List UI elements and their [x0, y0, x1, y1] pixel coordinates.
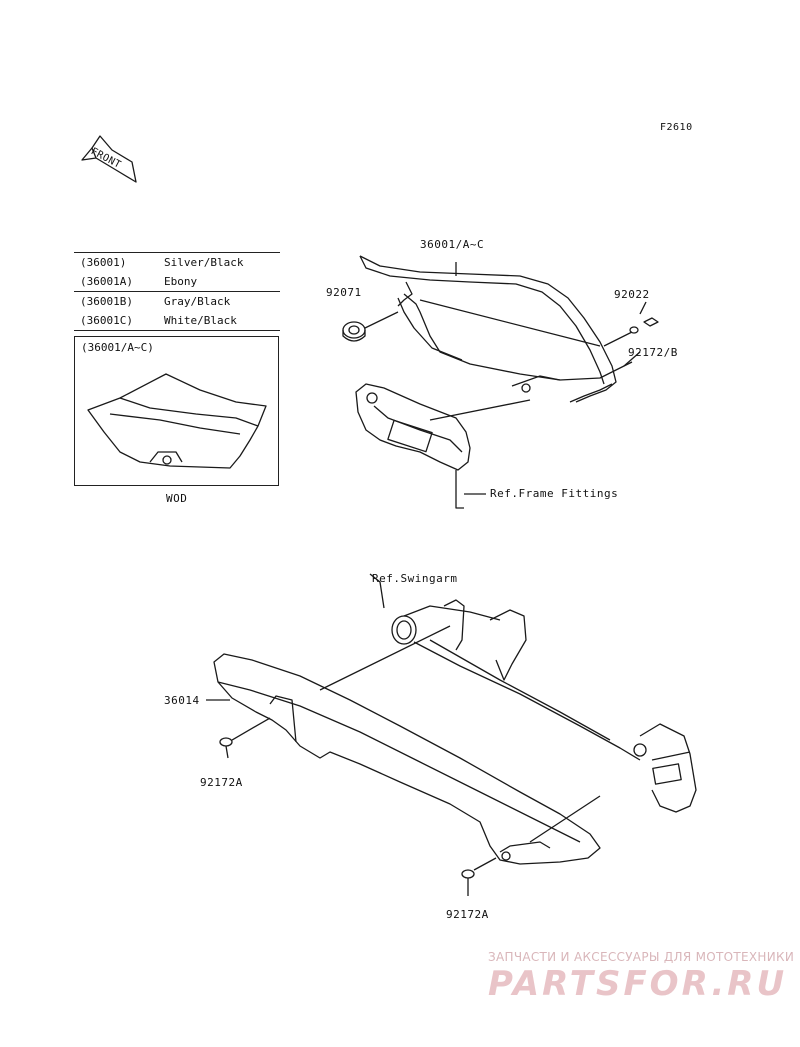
ref-label-frame-fittings[interactable]: Ref.Frame Fittings	[490, 487, 619, 500]
legend-row: (36001B) Gray/Black	[74, 291, 280, 311]
inset-caption: WOD	[166, 492, 188, 505]
legend-code: (36001B)	[80, 295, 133, 308]
frame-fitting-bracket	[355, 375, 561, 509]
ref-label-swingarm[interactable]: Ref.Swingarm	[372, 572, 458, 585]
bolt-92172a-left	[219, 717, 271, 759]
legend-code: (36001)	[80, 256, 127, 269]
part-label-bolt-left[interactable]: 92172A	[200, 776, 243, 789]
chain-cover-36014	[213, 625, 601, 865]
figure-code: F2610	[660, 122, 693, 133]
part-label-grommet[interactable]: 92071	[326, 286, 362, 299]
watermark-logo: PARTSFOR.RU	[488, 964, 788, 1004]
part-label-bolt-upper[interactable]: 92172/B	[628, 346, 678, 359]
front-arrow-icon	[81, 135, 137, 183]
part-label-side-cover[interactable]: 36001/A~C	[420, 238, 485, 251]
decal-inset: (36001/A~C)	[74, 336, 279, 486]
legend-color: Gray/Black	[164, 295, 231, 308]
color-legend: (36001) Silver/Black (36001A) Ebony (360…	[74, 252, 280, 331]
swingarm	[369, 573, 697, 813]
inset-title: (36001/A~C)	[81, 341, 154, 354]
legend-row: (36001A) Ebony	[74, 272, 280, 291]
legend-code: (36001C)	[80, 314, 133, 327]
legend-color: Silver/Black	[164, 256, 244, 269]
watermark-tagline: ЗАПЧАСТИ И АКСЕССУАРЫ ДЛЯ МОТОТЕХНИКИ	[488, 950, 795, 964]
grommet-92071	[342, 311, 399, 342]
legend-color: Ebony	[164, 275, 198, 288]
legend-code: (36001A)	[80, 275, 133, 288]
part-label-chain-cover[interactable]: 36014	[164, 694, 200, 707]
collar-92022	[603, 317, 659, 347]
part-label-bolt-bottom[interactable]: 92172A	[446, 908, 489, 921]
legend-color: White/Black	[164, 314, 237, 327]
bolt-92172a-bottom	[461, 857, 497, 896]
legend-row: (36001) Silver/Black	[74, 253, 280, 272]
part-label-collar[interactable]: 92022	[614, 288, 650, 301]
inset-cover-illustration	[87, 373, 267, 469]
side-cover-36001	[359, 255, 633, 403]
legend-row: (36001C) White/Black	[74, 311, 280, 330]
